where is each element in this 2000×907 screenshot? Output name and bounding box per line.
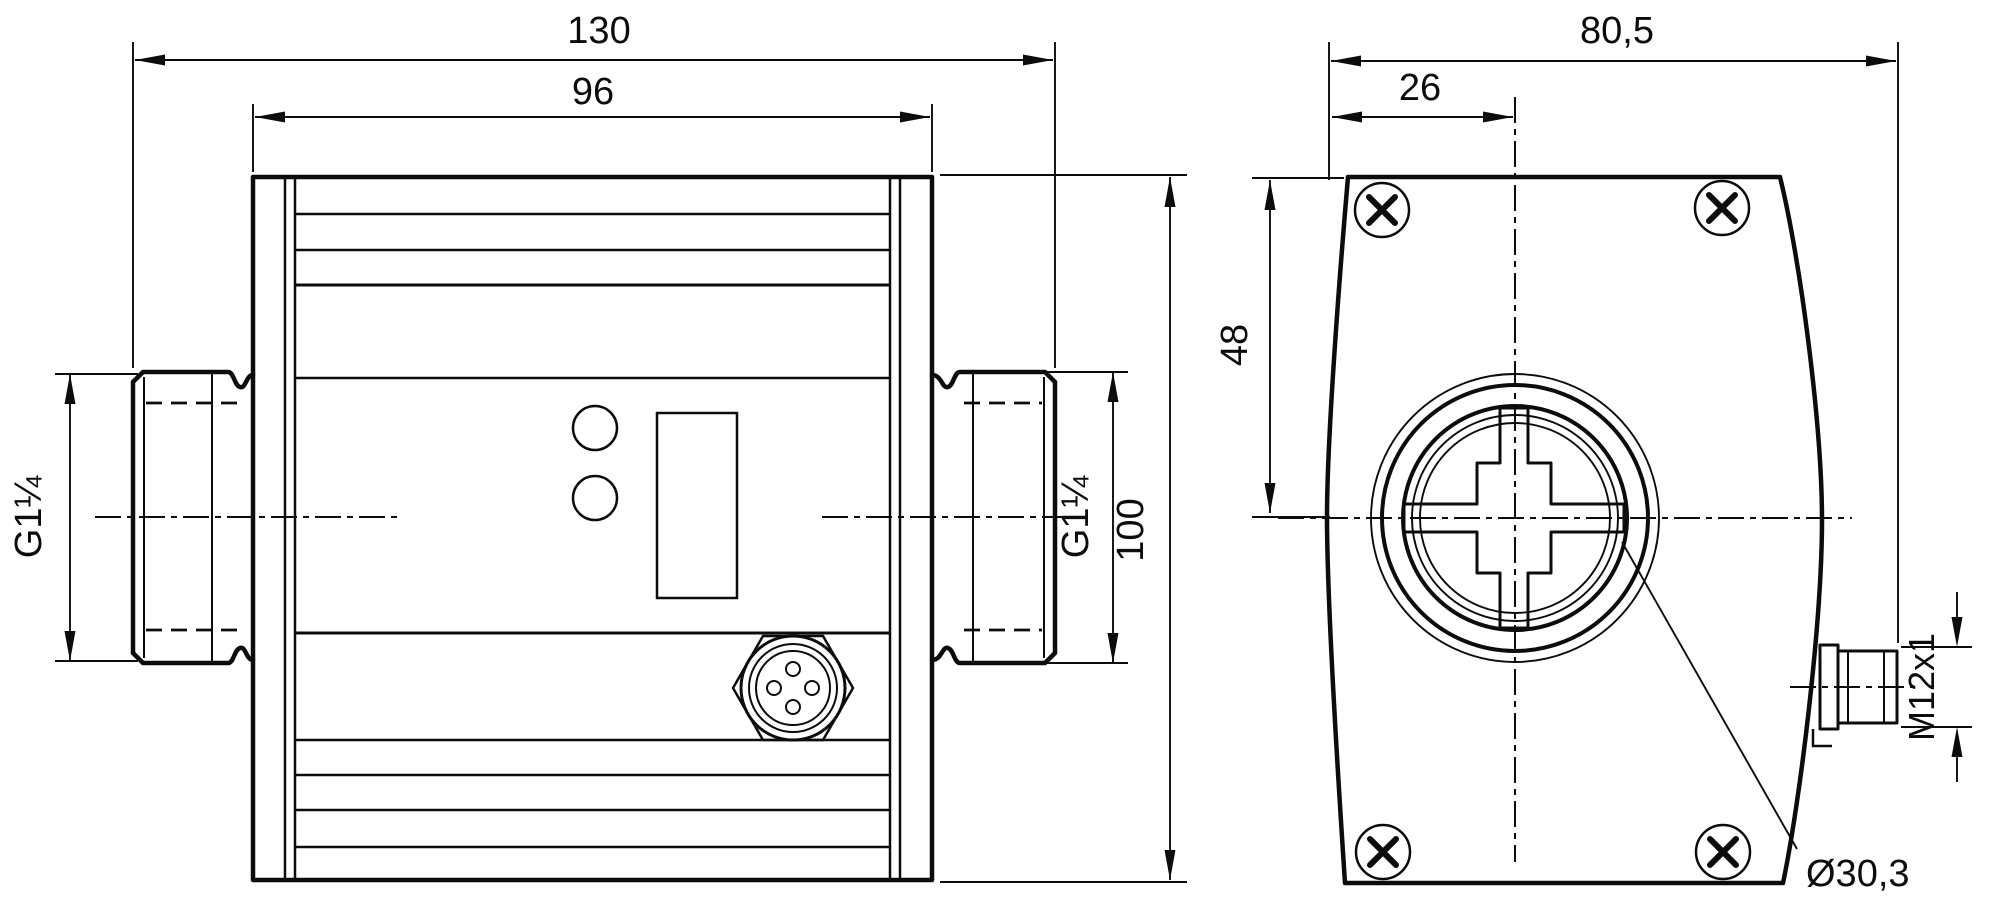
screw-bottom-right xyxy=(1694,823,1752,881)
m12-connector-side xyxy=(1811,643,1899,748)
dim-thread-right-label: G1¼ xyxy=(1055,475,1097,559)
screw-top-left xyxy=(1353,181,1411,239)
front-view: 130 96 G1¼ G1¼ 100 xyxy=(8,10,1187,883)
connector-pin xyxy=(766,680,782,696)
mounting-screws xyxy=(1353,179,1752,881)
housing-groove-lines xyxy=(296,212,889,849)
side-view: Ø30,3 80,5 26 48 M12x1 xyxy=(1214,10,1972,895)
display-window xyxy=(655,411,739,600)
connector-hex-nut xyxy=(731,634,855,742)
screw-top-right xyxy=(1693,179,1751,237)
body-edge-lines-right xyxy=(888,179,902,878)
dim-overall-length-label: 130 xyxy=(567,10,630,52)
sensor-bore xyxy=(1370,373,1660,663)
led-indicator-2 xyxy=(571,474,619,522)
m12-connector-front xyxy=(731,634,855,742)
thread-depth-line xyxy=(964,401,1042,632)
process-connection-left xyxy=(130,369,256,666)
body-edge-lines-left xyxy=(283,179,297,878)
bore-diameter-leader xyxy=(1621,541,1798,850)
thread-depth-line xyxy=(146,401,246,632)
process-connection-right xyxy=(929,369,1058,666)
front-view-dimensions: 130 96 G1¼ G1¼ 100 xyxy=(8,10,1187,883)
meter-body xyxy=(250,174,935,883)
connector-pin xyxy=(804,680,820,696)
dim-bore-height-label: 48 xyxy=(1214,324,1256,366)
bore-cross-insert xyxy=(1402,406,1626,630)
dim-overall-depth-label: 80,5 xyxy=(1580,10,1654,52)
dim-body-length-label: 96 xyxy=(572,71,614,113)
dim-bore-offset-label: 26 xyxy=(1399,67,1441,109)
dim-bore-diameter-label: Ø30,3 xyxy=(1806,853,1910,895)
dim-body-height-label: 100 xyxy=(1110,498,1152,561)
dim-connector-thread-label: M12x1 xyxy=(1901,633,1942,741)
screw-bottom-left xyxy=(1354,823,1412,881)
dim-thread-left-label: G1¼ xyxy=(8,475,50,559)
connector-pin xyxy=(785,661,801,677)
led-indicator-1 xyxy=(571,404,619,452)
connector-pin xyxy=(785,699,801,715)
side-view-dimensions: 80,5 26 48 M12x1 xyxy=(1214,10,1972,782)
housing-side-body xyxy=(1324,174,1825,886)
